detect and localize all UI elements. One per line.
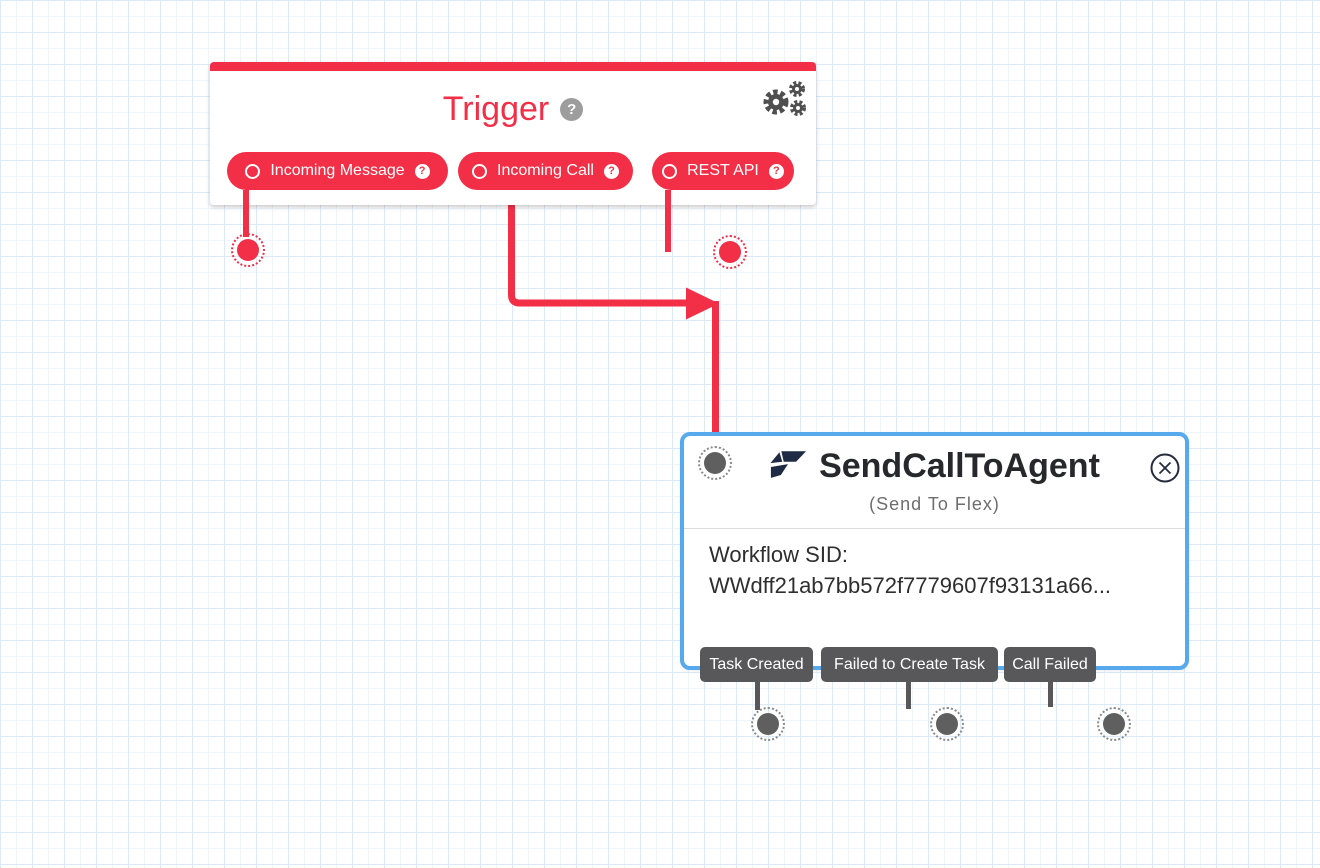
trigger-accent-bar — [210, 62, 816, 71]
connector-dot-fill — [704, 452, 726, 474]
pill-help-icon[interactable]: ? — [603, 163, 619, 179]
widget-input-connector-dot[interactable] — [698, 446, 732, 480]
connector-stub-failed-to-create-task — [906, 682, 911, 709]
trigger-header: Trigger ? — [210, 92, 816, 126]
connector-dot-fill — [719, 241, 741, 263]
close-icon[interactable] — [1149, 452, 1181, 484]
connector-stub-rest-api — [665, 190, 671, 252]
pill-help-icon[interactable]: ? — [414, 163, 430, 179]
send-call-to-agent-widget[interactable]: SendCallToAgent (Send To Flex) Workflow … — [680, 432, 1189, 670]
trigger-title: Trigger — [442, 90, 550, 128]
connector-dot-fill — [237, 239, 259, 261]
trigger-pill-rest-api[interactable]: REST API ? — [652, 152, 794, 190]
connector-line[interactable] — [508, 189, 689, 307]
connector-dot-fill — [1103, 713, 1125, 735]
transition-label: Task Created — [709, 655, 804, 673]
connector-stub-call-failed — [1048, 682, 1053, 707]
gears-icon[interactable] — [759, 78, 811, 124]
widget-header: SendCallToAgent — [684, 449, 1185, 483]
widget-config-summary: Workflow SID: WWdff21ab7bb572f7779607f93… — [684, 529, 1185, 601]
pill-label: REST API — [687, 162, 759, 179]
widget-title: SendCallToAgent — [819, 447, 1100, 485]
transition-task-created[interactable]: Task Created — [700, 647, 813, 682]
divider — [684, 528, 1185, 529]
transition-call-failed[interactable]: Call Failed — [1004, 647, 1096, 682]
transition-label: Call Failed — [1012, 655, 1088, 673]
transition-label: Failed to Create Task — [834, 655, 985, 673]
workflow-sid-label: Workflow SID: — [709, 542, 848, 567]
connector-origin-icon — [472, 163, 488, 179]
connector-stub-task-created — [755, 682, 760, 710]
pill-help-icon[interactable]: ? — [768, 163, 784, 179]
pill-label: Incoming Message — [270, 162, 405, 179]
connector-arrowhead-icon — [686, 287, 719, 320]
connector-dot-fill — [936, 713, 958, 735]
trigger-pill-incoming-message[interactable]: Incoming Message ? — [227, 152, 448, 190]
pill-label: Incoming Call — [497, 162, 594, 179]
connector-dot-call-failed[interactable] — [1097, 707, 1131, 741]
workflow-sid-value: WWdff21ab7bb572f7779607f93131a66... — [709, 573, 1112, 598]
connector-stub-incoming-message — [243, 190, 249, 237]
connector-dot-incoming-message[interactable] — [231, 233, 265, 267]
trigger-pill-incoming-call[interactable]: Incoming Call ? — [458, 152, 633, 190]
connector-dot-failed-to-create-task[interactable] — [930, 707, 964, 741]
widget-subtitle: (Send To Flex) — [869, 494, 1000, 514]
connector-dot-fill — [757, 713, 779, 735]
transition-failed-to-create-task[interactable]: Failed to Create Task — [821, 647, 998, 682]
connector-dot-task-created[interactable] — [751, 707, 785, 741]
connector-origin-icon — [245, 163, 261, 179]
connector-dot-rest-api[interactable] — [713, 235, 747, 269]
connector-origin-icon — [662, 163, 678, 179]
trigger-help-icon[interactable]: ? — [560, 97, 584, 121]
flex-flag-icon — [770, 450, 807, 478]
